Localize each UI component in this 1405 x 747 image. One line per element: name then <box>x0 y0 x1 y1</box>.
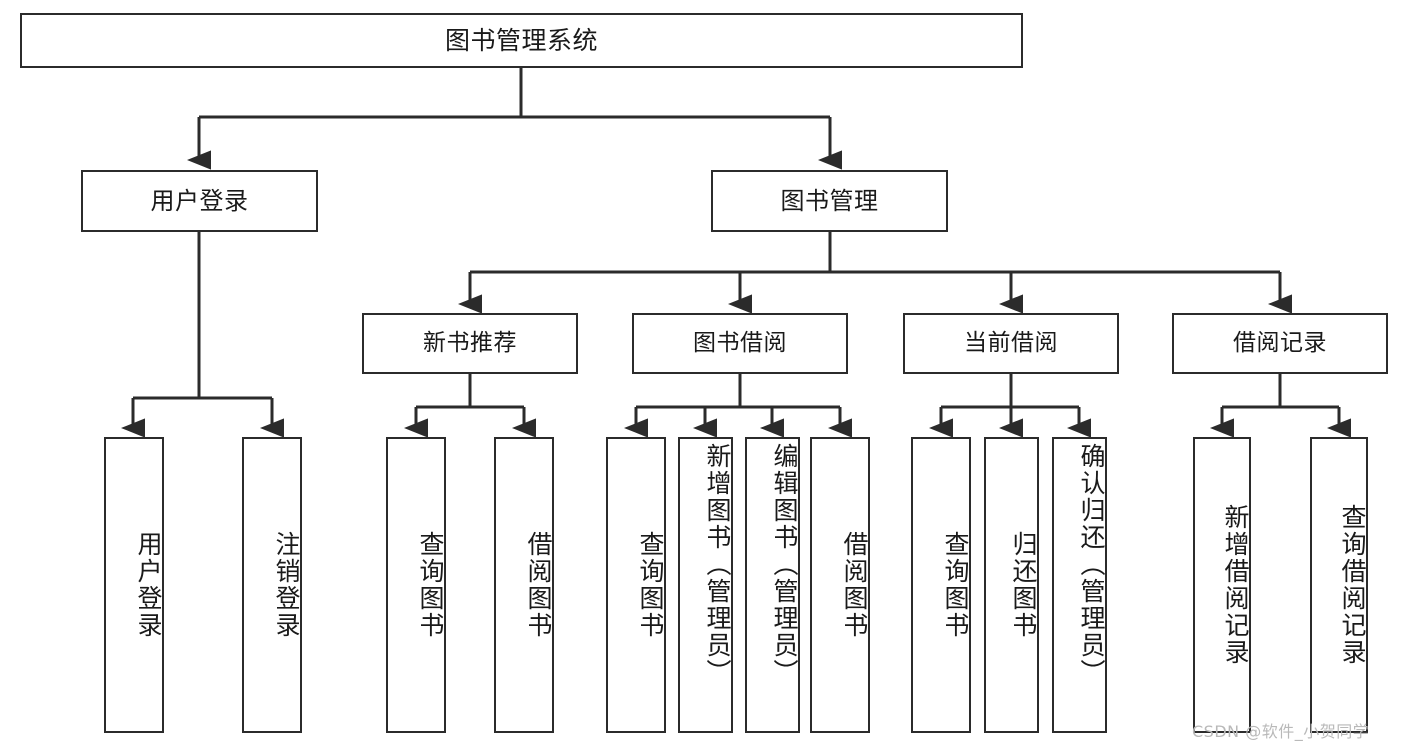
leaf-query-book-recommend-wrap: 查询图书 <box>388 439 445 731</box>
leaf-logout-login-label: 注销登录 <box>272 531 301 639</box>
leaf-query-book-current-label: 查询图书 <box>941 531 970 639</box>
node-user-login[interactable]: 用户登录 <box>81 170 318 232</box>
leaf-add-borrow-record[interactable]: 新增借阅记录 <box>1193 437 1251 733</box>
leaf-query-book-borrow-wrap: 查询图书 <box>608 439 665 731</box>
node-current-borrow[interactable]: 当前借阅 <box>903 313 1119 374</box>
leaf-add-book-label: 新增图书（管理员） <box>703 443 732 686</box>
leaf-edit-book[interactable]: 编辑图书（管理员） <box>745 437 800 733</box>
leaf-confirm-return-wrap: 确认归还（管理员） <box>1054 439 1106 731</box>
leaf-user-login[interactable]: 用户登录 <box>104 437 164 733</box>
leaf-borrow-book-recommend-label: 借阅图书 <box>524 531 553 639</box>
leaf-return-book-wrap: 归还图书 <box>986 439 1038 731</box>
leaf-return-book-label: 归还图书 <box>1009 531 1038 639</box>
node-book-manage-label: 图书管理 <box>780 186 879 215</box>
node-borrow-record[interactable]: 借阅记录 <box>1172 313 1388 374</box>
leaf-add-book[interactable]: 新增图书（管理员） <box>678 437 733 733</box>
node-new-book-recommend[interactable]: 新书推荐 <box>362 313 578 374</box>
csdn-watermark: CSDN @软件_小贺同学 <box>1192 722 1370 741</box>
node-root[interactable]: 图书管理系统 <box>20 13 1023 68</box>
leaf-logout-login-wrap: 注销登录 <box>244 439 301 731</box>
leaf-borrow-book-recommend-wrap: 借阅图书 <box>496 439 553 731</box>
leaf-query-book-recommend[interactable]: 查询图书 <box>386 437 446 733</box>
leaf-logout-login[interactable]: 注销登录 <box>242 437 302 733</box>
leaf-return-book[interactable]: 归还图书 <box>984 437 1039 733</box>
leaf-borrow-book-borrow[interactable]: 借阅图书 <box>810 437 870 733</box>
leaf-edit-book-label: 编辑图书（管理员） <box>770 443 799 686</box>
leaf-query-book-borrow[interactable]: 查询图书 <box>606 437 666 733</box>
leaf-query-book-current-wrap: 查询图书 <box>913 439 970 731</box>
leaf-query-borrow-record-wrap: 查询借阅记录 <box>1312 439 1367 731</box>
node-current-borrow-label: 当前借阅 <box>964 329 1058 356</box>
leaf-query-book-current[interactable]: 查询图书 <box>911 437 971 733</box>
leaf-borrow-book-borrow-label: 借阅图书 <box>840 531 869 639</box>
leaf-borrow-book-recommend[interactable]: 借阅图书 <box>494 437 554 733</box>
leaf-query-borrow-record[interactable]: 查询借阅记录 <box>1310 437 1368 733</box>
leaf-query-book-borrow-label: 查询图书 <box>636 531 665 639</box>
leaf-query-borrow-record-label: 查询借阅记录 <box>1338 504 1367 666</box>
leaf-query-book-recommend-label: 查询图书 <box>416 531 445 639</box>
node-book-manage[interactable]: 图书管理 <box>711 170 948 232</box>
leaf-edit-book-wrap: 编辑图书（管理员） <box>747 439 799 731</box>
leaf-add-borrow-record-wrap: 新增借阅记录 <box>1195 439 1250 731</box>
leaf-confirm-return-label: 确认归还（管理员） <box>1077 443 1106 686</box>
leaf-add-book-wrap: 新增图书（管理员） <box>680 439 732 731</box>
node-book-borrow-label: 图书借阅 <box>693 329 787 356</box>
node-new-book-recommend-label: 新书推荐 <box>423 329 517 356</box>
leaf-confirm-return[interactable]: 确认归还（管理员） <box>1052 437 1107 733</box>
node-book-borrow[interactable]: 图书借阅 <box>632 313 848 374</box>
leaf-borrow-book-borrow-wrap: 借阅图书 <box>812 439 869 731</box>
node-user-login-label: 用户登录 <box>150 186 249 215</box>
leaf-add-borrow-record-label: 新增借阅记录 <box>1221 504 1250 666</box>
leaf-user-login-label: 用户登录 <box>134 531 163 639</box>
node-borrow-record-label: 借阅记录 <box>1233 329 1327 356</box>
leaf-user-login-wrap: 用户登录 <box>106 439 163 731</box>
node-root-label: 图书管理系统 <box>444 25 598 55</box>
